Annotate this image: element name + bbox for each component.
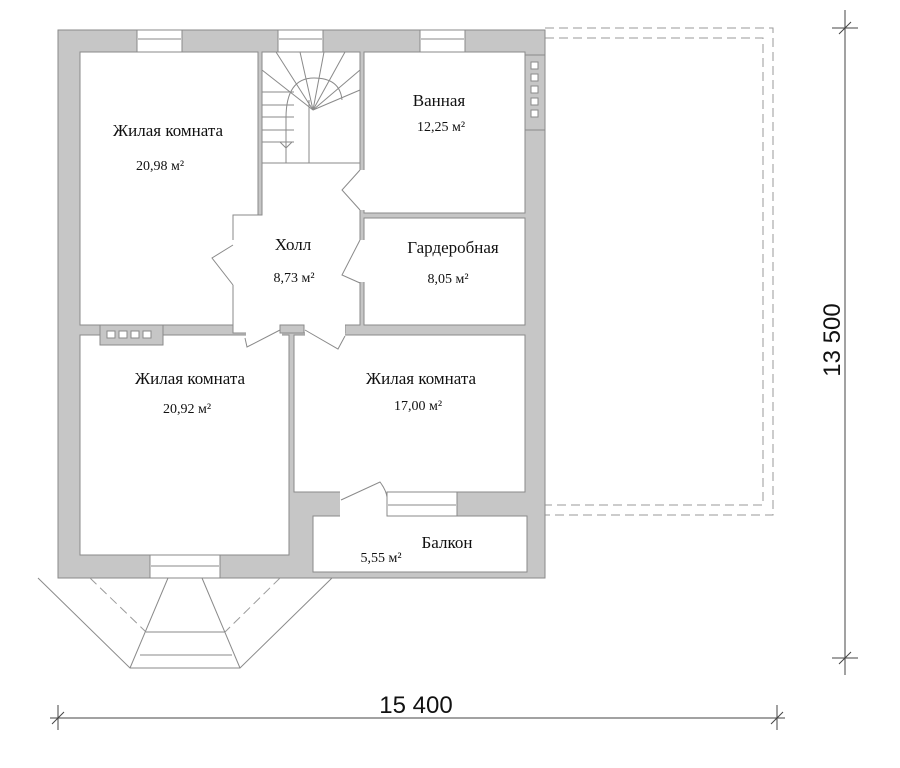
room-area: 8,05 м² <box>427 272 468 287</box>
dimension-width: 15 400 <box>50 692 785 730</box>
hall-door-opening-right <box>305 322 345 336</box>
hall-pier <box>279 324 305 334</box>
room-label: Гардеробная <box>407 238 499 257</box>
width-dimension-text: 15 400 <box>379 692 452 719</box>
room-living-3 <box>293 334 526 493</box>
room-area: 20,98 м² <box>136 159 184 174</box>
door-opening-wardrobe <box>357 240 366 282</box>
room-label: Ванная <box>413 91 466 110</box>
balcony-door-opening <box>340 491 387 518</box>
room-label: Жилая комната <box>135 369 246 388</box>
room-label: Холл <box>275 235 312 254</box>
room-area: 8,73 м² <box>273 271 314 286</box>
room-wardrobe <box>363 217 526 326</box>
porch <box>37 577 333 669</box>
room-living-2 <box>79 334 290 556</box>
door-opening-room1 <box>229 240 237 285</box>
staircase <box>261 51 361 163</box>
room-area: 20,92 м² <box>163 402 211 417</box>
door-opening-bath <box>357 170 366 210</box>
room-label: Жилая комната <box>366 369 477 388</box>
room-label: Жилая комната <box>113 121 224 140</box>
hall-door-opening-left <box>246 322 282 336</box>
depth-dimension-text: 13 500 <box>819 303 846 376</box>
room-area: 12,25 м² <box>417 120 465 135</box>
windows <box>136 29 466 579</box>
dimension-depth: 13 500 <box>819 10 858 675</box>
room-balcony <box>312 515 528 573</box>
room-label: Балкон <box>422 533 473 552</box>
room-area: 17,00 м² <box>394 399 442 414</box>
vent-shaft-right <box>524 54 546 131</box>
terrace-outline <box>545 27 774 516</box>
room-area: 5,55 м² <box>360 551 401 566</box>
vent-shaft-left <box>99 324 164 346</box>
room-bathroom <box>363 51 526 214</box>
